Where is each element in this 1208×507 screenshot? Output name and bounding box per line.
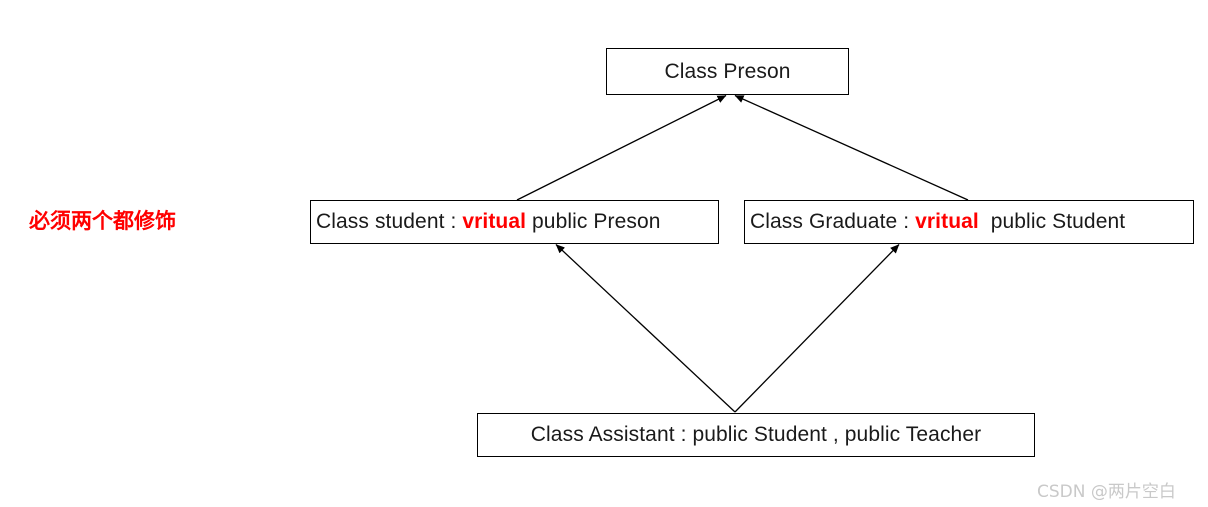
class-box-preson-label: Class Preson <box>664 59 791 83</box>
edge-graduate-to-preson <box>734 94 969 201</box>
class-box-assistant-label: Class Assistant : public Student , publi… <box>530 423 982 446</box>
class-box-graduate-prefix: Class Graduate : <box>750 210 916 233</box>
csdn-watermark: CSDN @两片空白 <box>1037 482 1176 502</box>
class-box-student-suffix: public Preson <box>526 210 661 233</box>
class-box-student-virtual-keyword: vritual <box>462 210 527 233</box>
class-box-graduate-suffix: public Student <box>978 210 1126 233</box>
edge-assistant-to-graduate <box>734 244 900 413</box>
class-box-student-prefix: Class student : <box>316 210 463 233</box>
class-box-graduate-virtual-keyword: vritual <box>915 210 979 233</box>
class-box-assistant[interactable]: Class Assistant : public Student , publi… <box>477 413 1035 457</box>
class-box-graduate[interactable]: Class Graduate : vritual public Student <box>744 200 1194 244</box>
class-box-student[interactable]: Class student : vritual public Preson <box>310 200 719 244</box>
class-box-preson[interactable]: Class Preson <box>606 48 849 95</box>
edge-assistant-to-student <box>555 244 736 413</box>
edge-student-to-preson <box>516 94 727 201</box>
annotation-note: 必须两个都修饰 <box>29 209 176 233</box>
